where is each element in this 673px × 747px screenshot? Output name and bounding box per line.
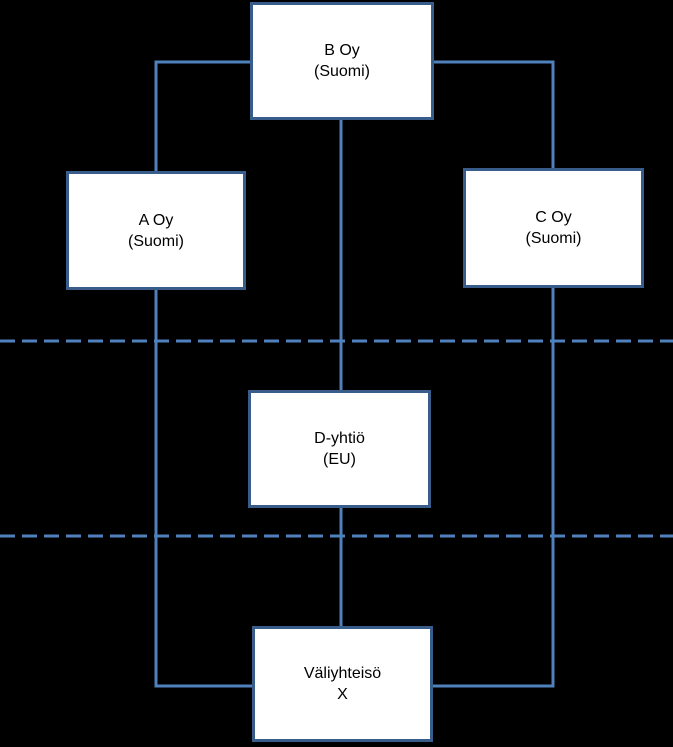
node-b-oy-label: B Oy: [324, 42, 360, 59]
node-valiyhteiso-x-label: Väliyhteisö: [303, 665, 382, 682]
node-c-oy-sublabel: (Suomi): [525, 230, 582, 247]
node-c-oy: C Oy (Suomi): [463, 168, 644, 288]
node-valiyhteiso-x-sublabel: X: [337, 686, 348, 703]
node-a-oy: A Oy (Suomi): [66, 171, 246, 290]
node-d-yhtio-sublabel: (EU): [323, 451, 356, 468]
node-c-oy-label: C Oy: [535, 209, 572, 226]
node-d-yhtio: D-yhtiö (EU): [248, 390, 431, 508]
connector-b-c-valiyhteiso-line: [432, 60, 555, 688]
node-a-oy-label: A Oy: [138, 211, 174, 229]
node-b-oy: B Oy (Suomi): [250, 2, 434, 120]
node-b-oy-sublabel: (Suomi): [313, 63, 370, 80]
node-a-oy-sublabel: (Suomi): [127, 232, 184, 250]
node-d-yhtio-label: D-yhtiö: [314, 430, 365, 447]
connector-b-a-valiyhteiso-line: [154, 60, 252, 688]
node-valiyhteiso-x: Väliyhteisö X: [252, 626, 433, 742]
